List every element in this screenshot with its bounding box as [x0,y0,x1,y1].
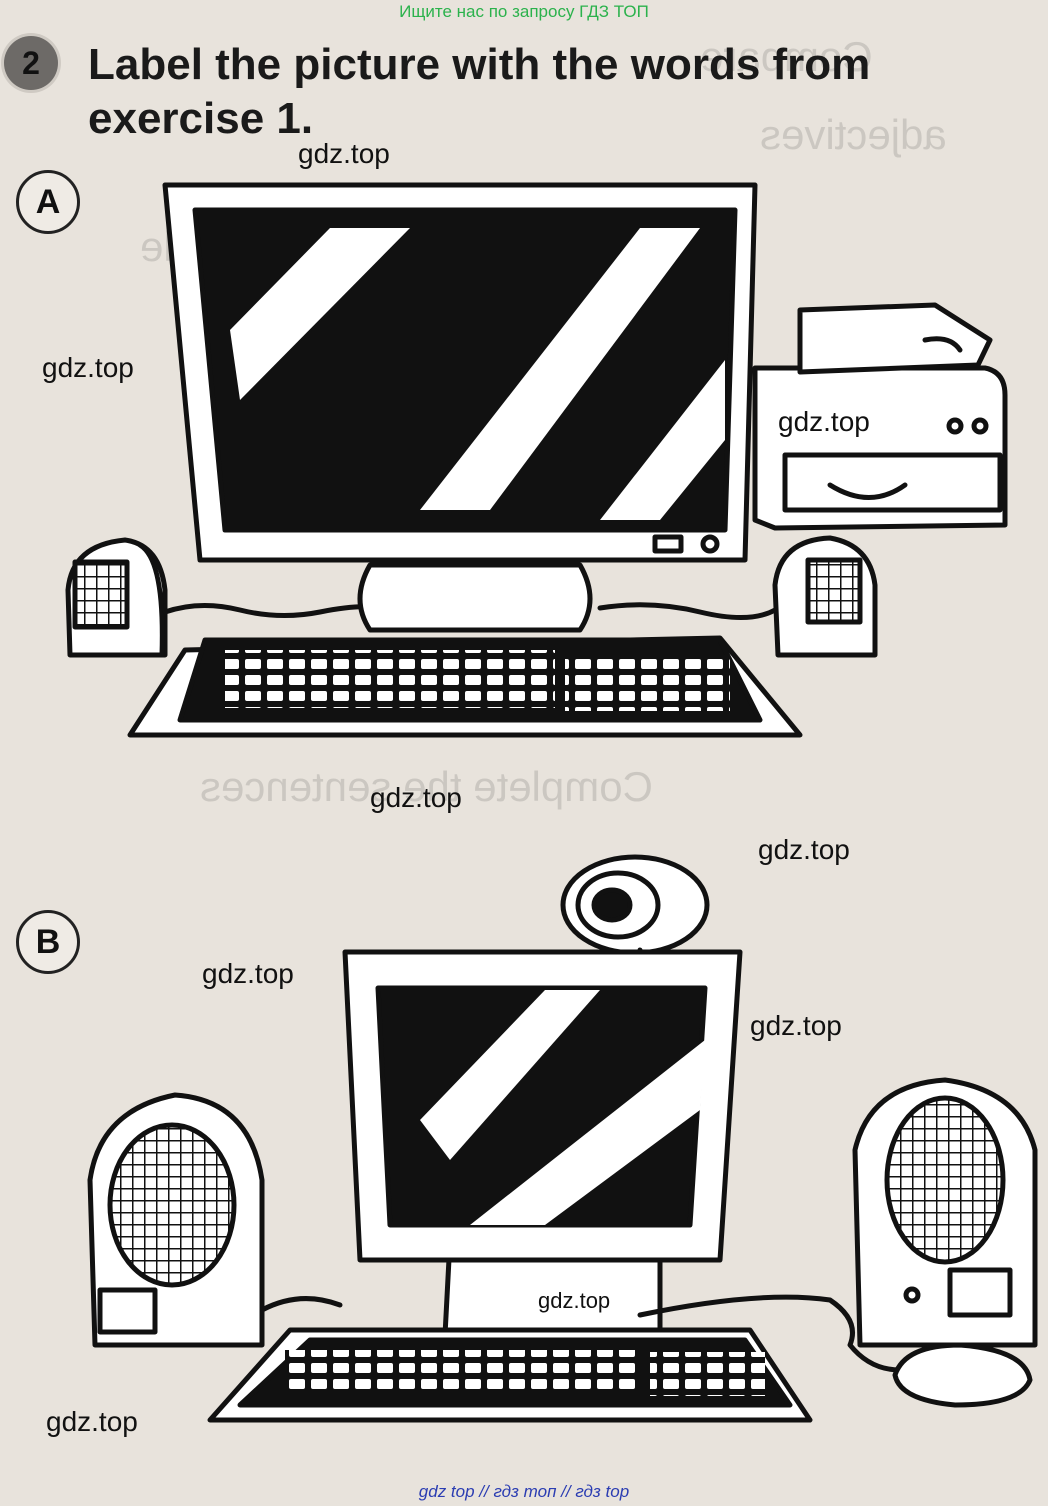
exercise-instruction: Label the picture with the words from ex… [88,40,871,143]
webcam [560,854,710,988]
watermark: gdz.top [42,352,134,383]
watermark: gdz.top [298,138,390,169]
picture-label-a: A [16,170,80,234]
watermark: gdz.top [758,834,850,865]
picture-a [65,182,1008,738]
picture-b [87,854,1038,1423]
watermark: gdz.top [202,958,294,989]
picture-label-b: B [16,910,80,974]
watermark: gdz.top [778,406,870,437]
watermark: gdz.top [46,1406,138,1437]
bottom-banner[interactable]: gdz top // гдз топ // гдз top [418,1482,630,1501]
top-banner[interactable]: Ищите нас по запросу ГДЗ ТОП [399,2,649,21]
watermark: gdz.top [538,1288,611,1313]
watermark: gdz.top [370,782,462,813]
watermark: gdz.top [750,1010,842,1041]
mouse [892,1342,1033,1408]
exercise-number: 2 [4,36,58,90]
